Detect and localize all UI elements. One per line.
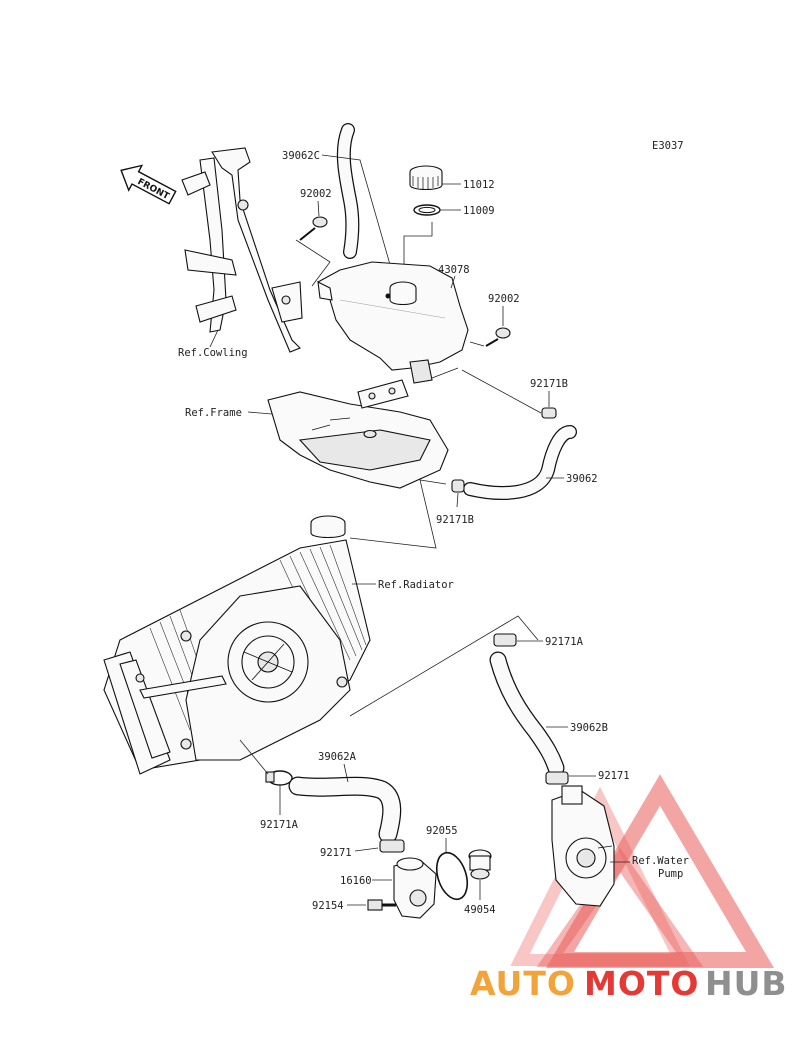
ref-water-pump-label-2: Pump	[658, 868, 683, 880]
reservoir-tank-43078	[317, 261, 469, 384]
diagram-code: E3037	[652, 140, 684, 152]
watermark-hub: HUB	[705, 964, 788, 1003]
gasket-11009	[413, 204, 441, 216]
ref-cowling-label: Ref.Cowling	[178, 347, 248, 359]
ref-frame-label: Ref.Frame	[185, 407, 242, 419]
front-arrow: FRONT	[120, 164, 177, 205]
label-92002-top: 92002	[300, 188, 332, 200]
watermark-text: AUTO MOTO HUB	[470, 964, 788, 1003]
o-ring-92055	[435, 851, 469, 901]
label-39062: 39062	[566, 473, 598, 485]
label-11009: 11009	[463, 205, 495, 217]
label-92055: 92055	[426, 825, 458, 837]
watermark-auto: AUTO	[470, 964, 576, 1003]
label-92171A-lower: 92171A	[260, 819, 299, 831]
label-39062A: 39062A	[318, 751, 357, 763]
water-pump	[551, 785, 615, 907]
label-92171A-upper: 92171A	[545, 636, 584, 648]
label-92171-right: 92171	[598, 770, 630, 782]
label-16160: 16160	[340, 875, 372, 887]
label-92171B-upper: 92171B	[530, 378, 568, 390]
ref-water-pump-label-1: Ref.Water	[632, 855, 689, 867]
bolt-92002-top	[299, 216, 328, 241]
clamp-92171B-lower	[451, 479, 465, 493]
ref-radiator-label: Ref.Radiator	[378, 579, 454, 591]
label-92171B-lower: 92171B	[436, 514, 474, 526]
bolt-92154	[367, 899, 396, 911]
label-43078: 43078	[438, 264, 470, 276]
label-92171-lower: 92171	[320, 847, 352, 859]
clamp-92171A-upper	[493, 633, 517, 647]
bolt-92002-right	[485, 327, 511, 347]
radiator-assembly	[103, 515, 371, 775]
thermostat-housing-16160	[393, 857, 437, 919]
label-49054: 49054	[464, 904, 496, 916]
label-11012: 11012	[463, 179, 495, 191]
cowling-bracket	[181, 147, 303, 353]
clamp-92171A-lower	[265, 770, 293, 786]
clamp-92171B-upper	[541, 407, 557, 419]
label-39062C: 39062C	[282, 150, 320, 162]
clamp-92171-lower	[379, 839, 405, 853]
clamp-92171-right	[545, 771, 569, 785]
frame-bracket	[267, 379, 449, 489]
cap-11012	[409, 165, 443, 191]
label-92002-right: 92002	[488, 293, 520, 305]
label-92154: 92154	[312, 900, 344, 912]
thermostat-49054	[468, 849, 492, 880]
watermark-moto: MOTO	[584, 964, 699, 1003]
label-39062B: 39062B	[570, 722, 608, 734]
